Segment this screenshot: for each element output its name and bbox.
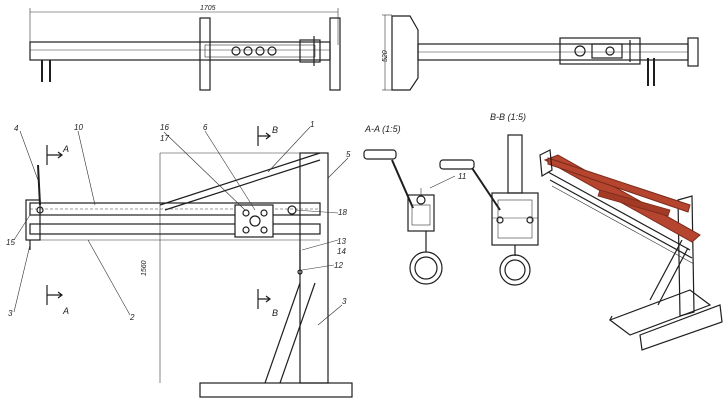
callout-18: 18	[338, 208, 347, 217]
section-mark-b-bottom: B	[272, 308, 278, 318]
callout-4: 4	[14, 124, 19, 133]
section-mark-a-top: A	[62, 144, 69, 154]
callout-16: 16	[160, 123, 169, 132]
callout-11: 11	[458, 172, 466, 181]
callout-13: 13	[337, 237, 346, 246]
side-width-dimension: 520	[382, 50, 389, 62]
callout-6: 6	[203, 123, 208, 132]
section-a-wheel	[409, 251, 443, 285]
callout-15: 15	[6, 238, 15, 247]
side-view: 520	[382, 14, 699, 91]
section-b-post	[507, 134, 523, 194]
section-b-b-title: B-B (1:5)	[490, 112, 526, 122]
callout-2: 2	[129, 313, 135, 322]
section-b-handle	[439, 159, 475, 170]
iso-base	[608, 289, 712, 336]
callout-12: 12	[334, 261, 343, 270]
callout-3-frame: 3	[342, 297, 347, 306]
side-view-end-plate	[391, 15, 419, 91]
callout-14: 14	[337, 247, 346, 256]
section-mark-b-top: B	[272, 125, 278, 135]
section-a-handle	[363, 149, 397, 160]
section-a-a-title: A-A (1:5)	[364, 124, 401, 134]
top-view: 1705	[29, 5, 341, 91]
iso-brace	[547, 157, 691, 213]
front-view-lower-beam	[29, 223, 321, 235]
section-mark-a-bottom: A	[62, 306, 69, 316]
section-b-body	[491, 192, 539, 246]
section-a-a-view: A-A (1:5) 11	[363, 124, 466, 285]
front-view-base	[199, 382, 353, 398]
callout-3: 3	[8, 309, 13, 318]
callout-5: 5	[346, 150, 351, 159]
section-b-wheel	[499, 254, 531, 286]
top-view-stand	[329, 17, 341, 91]
iso-upright	[677, 195, 695, 317]
isometric-view	[539, 149, 723, 351]
callout-17: 17	[160, 134, 169, 143]
clamp-block	[234, 204, 274, 238]
callout-1: 1	[310, 120, 314, 129]
callout-10: 10	[74, 123, 83, 132]
overall-length-dimension: 1705	[200, 5, 216, 12]
height-dimension: 1560	[141, 260, 148, 276]
section-b-b-view: B-B (1:5)	[439, 112, 539, 286]
front-view: 1560 A A B B	[6, 120, 353, 398]
